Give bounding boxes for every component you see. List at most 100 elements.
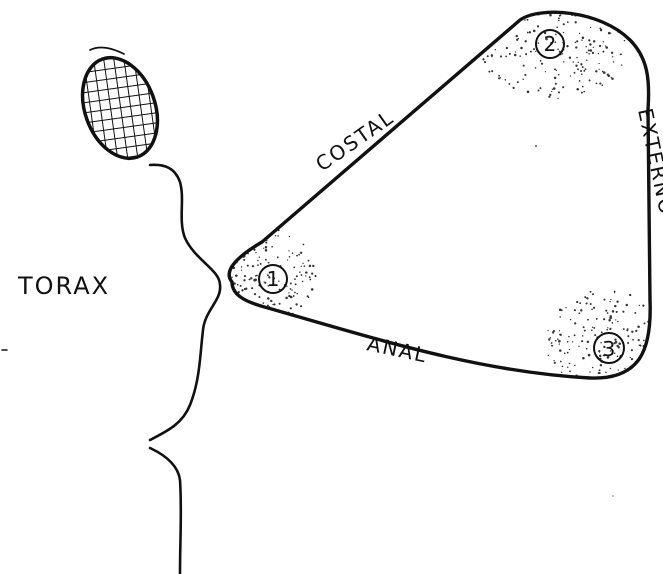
stipple-dot-angle-3 xyxy=(643,365,645,367)
stipple-dot-angle-2 xyxy=(581,39,582,40)
stipple-dot-angle-2 xyxy=(575,42,577,44)
stipple-dot-angle-2 xyxy=(579,33,580,34)
stipple-dot-angle-1 xyxy=(224,286,226,288)
stipple-dot-angle-1 xyxy=(267,297,270,300)
stipple-dot-angle-3 xyxy=(631,349,633,351)
stipple-dot-angle-1 xyxy=(224,285,225,286)
stipple-dot-angle-2 xyxy=(533,48,535,50)
stipple-dot-angle-3 xyxy=(626,304,628,306)
stipple-dot-angle-3 xyxy=(565,307,566,308)
stipple-dot-angle-2 xyxy=(557,98,558,99)
stipple-dot-angle-2 xyxy=(572,1,573,2)
stipple-dot-angle-3 xyxy=(642,370,644,372)
stipple-dot-angle-2 xyxy=(512,87,514,89)
stipple-dot-angle-3 xyxy=(644,322,646,324)
stipple-dot-angle-1 xyxy=(249,305,251,307)
stipple-dot-angle-3 xyxy=(548,330,549,331)
stipple-dot-angle-1 xyxy=(255,234,256,235)
stipple-dot-angle-1 xyxy=(261,316,263,318)
stipple-dot-angle-3 xyxy=(616,311,618,313)
stipple-dot-angle-2 xyxy=(518,38,519,39)
stipple-dot-angle-2 xyxy=(557,48,559,50)
stipple-dot-angle-1 xyxy=(294,292,296,294)
stipple-dot-angle-2 xyxy=(539,87,541,89)
stipple-dot-angle-3 xyxy=(552,331,554,333)
stipple-dot-angle-1 xyxy=(289,256,291,258)
stipple-dot-angle-3 xyxy=(614,292,615,293)
stipple-dot-angle-3 xyxy=(623,328,625,330)
stipple-dot-angle-2 xyxy=(599,45,601,47)
stipple-dot-angle-3 xyxy=(591,329,593,331)
stipple-dot-angle-2 xyxy=(491,54,493,56)
stipple-dot-angle-2 xyxy=(498,77,500,79)
stipple-dot-angle-2 xyxy=(602,51,604,53)
stipple-dot-angle-2 xyxy=(577,8,579,10)
stipple-dot-angle-3 xyxy=(559,330,560,331)
stipple-dot-angle-2 xyxy=(529,31,531,33)
stipple-dot-angle-2 xyxy=(585,68,587,70)
stipple-dot-angle-1 xyxy=(299,271,301,273)
angle-2-number: 2 xyxy=(544,32,557,56)
stipple-dot-angle-2 xyxy=(576,88,579,91)
stipple-dot-angle-3 xyxy=(570,319,571,320)
stipple-dot-angle-2 xyxy=(563,61,564,62)
stipple-dot-angle-1 xyxy=(249,246,250,247)
stipple-dot-angle-2 xyxy=(553,87,556,90)
stipple-dot-angle-3 xyxy=(629,294,631,296)
stipple-dot-angle-3 xyxy=(634,312,636,314)
stipple-dot-angle-2 xyxy=(515,51,516,52)
stipple-dot-angle-3 xyxy=(570,379,572,381)
stipple-dot-angle-3 xyxy=(657,343,659,345)
stipple-dot-angle-1 xyxy=(251,287,253,289)
stipple-dot-angle-2 xyxy=(564,6,565,7)
stipple-dot-angle-1 xyxy=(268,228,270,230)
stipple-dot-angle-2 xyxy=(537,25,539,27)
stipple-dot-angle-1 xyxy=(314,275,316,277)
stipple-dot-angle-2 xyxy=(598,11,600,13)
stipple-dot-angle-3 xyxy=(587,319,589,321)
stipple-dot-angle-2 xyxy=(554,68,556,70)
stipple-dot-angle-2 xyxy=(483,59,485,61)
stipple-dot-angle-2 xyxy=(551,91,552,92)
stipple-dot-angle-3 xyxy=(645,373,647,375)
stipple-dot-angle-2 xyxy=(586,52,588,54)
stipple-dot-angle-1 xyxy=(233,295,235,297)
stipple-dot-angle-3 xyxy=(632,373,634,375)
stipple-dot-angle-2 xyxy=(523,65,525,67)
stipple-dot-angle-1 xyxy=(241,266,242,267)
stipple-dot-angle-3 xyxy=(607,327,608,328)
stipple-dot-angle-2 xyxy=(581,92,583,94)
stipple-dot-angle-1 xyxy=(286,286,287,287)
stipple-dot-angle-1 xyxy=(254,279,257,282)
stipple-dot-angle-3 xyxy=(551,342,553,344)
stipple-dot-angle-2 xyxy=(589,6,591,8)
stipple-dot-angle-1 xyxy=(293,295,295,297)
stipple-dot-angle-2 xyxy=(558,17,560,19)
stipple-dot-angle-2 xyxy=(593,40,595,42)
stipple-dot-angle-2 xyxy=(548,96,550,98)
stipple-dot-angle-1 xyxy=(244,288,246,290)
stipple-dot-angle-2 xyxy=(570,75,571,76)
stipple-dot-angle-3 xyxy=(616,301,618,303)
stipple-dot-angle-1 xyxy=(262,302,264,304)
stipple-dot-angle-3 xyxy=(582,357,585,360)
stipple-dot-angle-1 xyxy=(292,252,294,254)
stipple-dot-angle-3 xyxy=(617,321,618,322)
stipple-dot-angle-3 xyxy=(550,337,551,338)
stipple-dot-angle-1 xyxy=(311,272,313,274)
stipple-dot-angle-3 xyxy=(618,346,620,348)
stipple-dot-angle-2 xyxy=(581,73,583,75)
stipple-dot-angle-3 xyxy=(557,338,559,340)
stipple-dot-angle-1 xyxy=(251,238,252,239)
stipple-dot-angle-1 xyxy=(221,274,223,276)
stipple-dot-angle-2 xyxy=(589,79,591,81)
stipple-dot-angle-3 xyxy=(652,335,654,337)
stipple-dot-angle-3 xyxy=(559,343,560,344)
stipple-dot-angle-1 xyxy=(247,265,249,267)
stipple-dot-angle-3 xyxy=(600,342,601,343)
stipple-dot-angle-2 xyxy=(554,77,557,80)
stipple-dot-angle-2 xyxy=(605,45,606,46)
stipple-dot-angle-1 xyxy=(255,252,256,253)
stipple-dot-angle-3 xyxy=(589,371,591,373)
angle-1-number: 1 xyxy=(267,267,280,291)
